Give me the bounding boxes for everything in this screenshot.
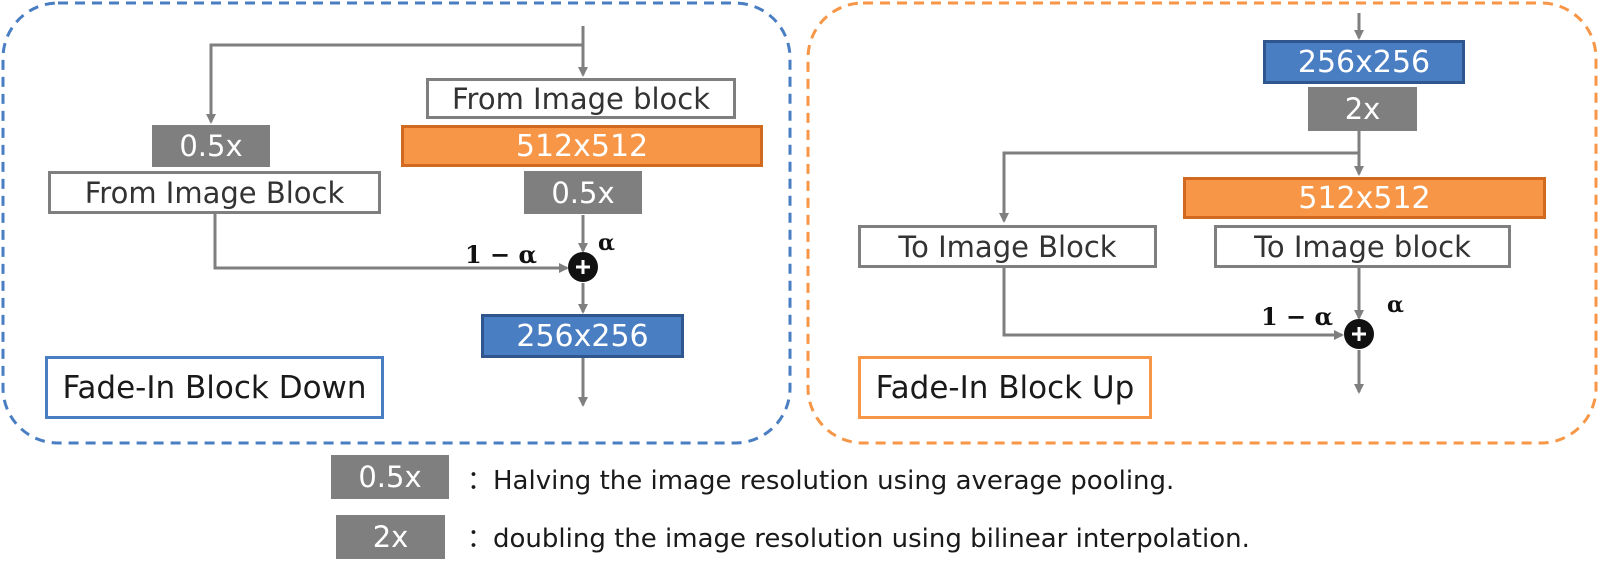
panel-up-frame bbox=[806, 1, 1598, 445]
up-panel-title: Fade-In Block Up bbox=[858, 356, 1152, 419]
legend-upsample-text: ：doubling the image resolution using bil… bbox=[467, 524, 1250, 554]
down-panel-title: Fade-In Block Down bbox=[45, 356, 384, 419]
up-weight-left: 1 − α bbox=[1261, 302, 1333, 331]
down-res-in: 512x512 bbox=[401, 125, 763, 167]
legend-pool-symbol: 0.5x bbox=[331, 455, 449, 499]
down-weight-left: 1 − α bbox=[465, 240, 537, 269]
up-skip-to-sum-line bbox=[1002, 268, 1344, 340]
panel-down-frame bbox=[1, 1, 792, 445]
up-to-image-block-right: To Image block bbox=[1214, 225, 1511, 268]
down-sum-node bbox=[568, 252, 598, 282]
down-pool-left: 0.5x bbox=[152, 125, 270, 167]
up-upsample: 2x bbox=[1308, 87, 1417, 131]
down-weight-right: α bbox=[598, 230, 615, 256]
up-res-in: 256x256 bbox=[1263, 40, 1465, 84]
legend-upsample-symbol: 2x bbox=[336, 515, 445, 559]
up-to-image-block-left: To Image Block bbox=[858, 225, 1157, 268]
down-res-out: 256x256 bbox=[481, 314, 684, 358]
down-from-image-block-top: From Image block bbox=[426, 78, 736, 119]
up-res-out: 512x512 bbox=[1183, 177, 1546, 219]
up-weight-right: α bbox=[1387, 292, 1404, 318]
up-sum-node bbox=[1344, 319, 1374, 349]
up-branch-line bbox=[999, 151, 1359, 223]
down-pool-right: 0.5x bbox=[524, 171, 642, 214]
legend-pool-text: ：Halving the image resolution using aver… bbox=[467, 466, 1175, 496]
down-from-image-block-left: From Image Block bbox=[48, 171, 381, 214]
down-skip-to-sum-line bbox=[213, 213, 569, 273]
down-branch-line bbox=[206, 43, 583, 124]
